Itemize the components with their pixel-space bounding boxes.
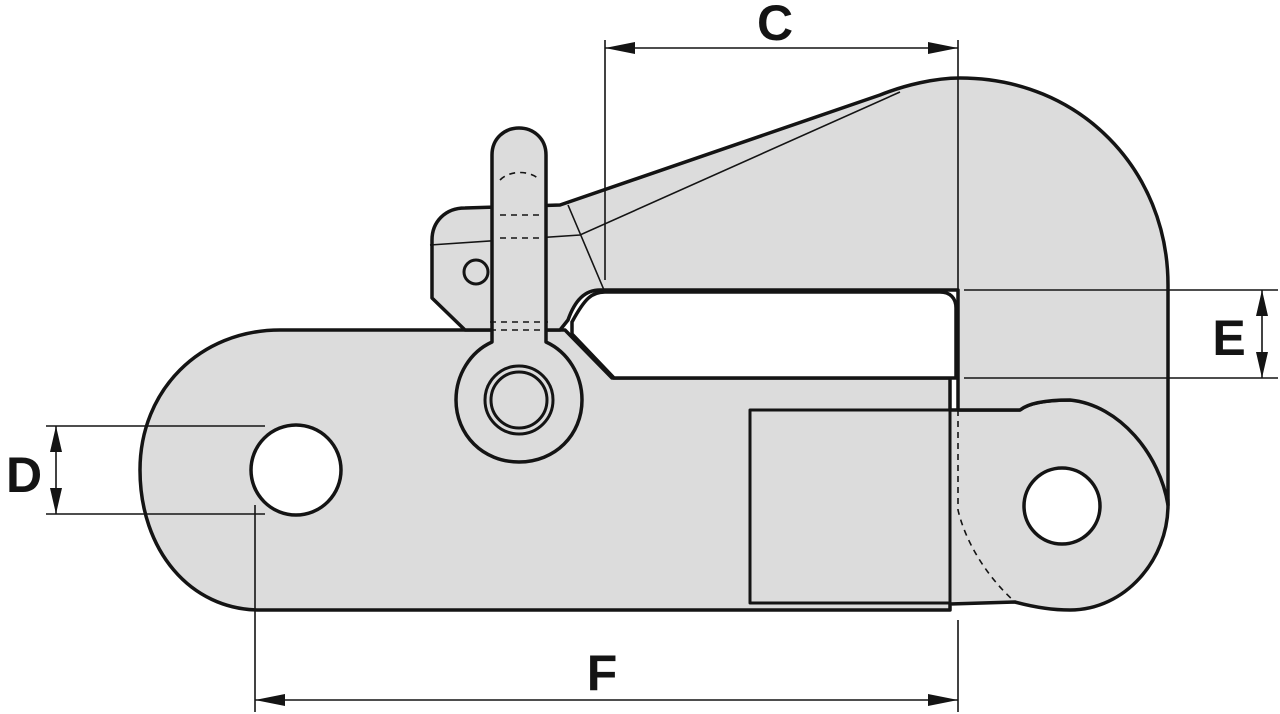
- jaw-throat-opening: [570, 290, 958, 380]
- dim-f-arrow-right: [928, 694, 958, 706]
- lifting-eye-hole: [249, 423, 343, 517]
- dim-e-arrow-top: [1256, 290, 1268, 316]
- hook-bevel-line-2: [567, 204, 605, 291]
- dim-c-label: C: [757, 0, 793, 51]
- pivot-block: [748, 408, 952, 605]
- dim-f-arrow-left: [255, 694, 285, 706]
- dim-d-arrow-top: [50, 426, 62, 452]
- clamp-upper-jaw: [430, 76, 1170, 507]
- dim-c-arrow-left: [605, 42, 635, 54]
- dim-e-label: E: [1212, 310, 1245, 366]
- dim-d-label: D: [6, 447, 42, 503]
- pivot-hole-right: [1022, 466, 1102, 546]
- dim-c-arrow-right: [928, 42, 958, 54]
- locking-pin-eye-inner: [489, 370, 549, 430]
- hook-tab-hole: [462, 258, 490, 286]
- locking-pin-hidden-top: [499, 171, 541, 181]
- dim-e-arrow-bottom: [1256, 352, 1268, 378]
- locking-pin: [454, 126, 584, 464]
- hidden-edge-right: [957, 410, 1016, 603]
- dim-d-arrow-bottom: [50, 488, 62, 514]
- locking-pin-eye-outer: [483, 364, 555, 436]
- dim-f-label: F: [587, 645, 618, 701]
